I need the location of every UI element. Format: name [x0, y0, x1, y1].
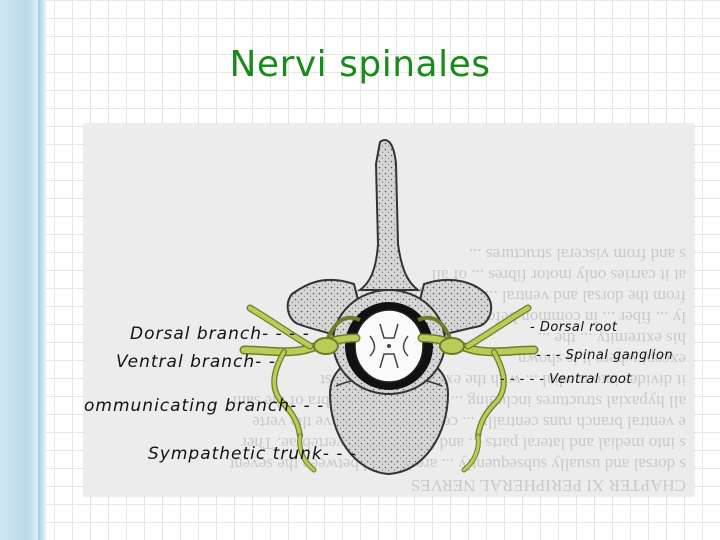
grey-matter [369, 323, 409, 369]
label-dorsal-root: - Dorsal root [530, 320, 618, 335]
vertebra-illustration [239, 139, 539, 476]
side-decoration-stripe [38, 0, 46, 540]
label-communicating-branch: ommunicating branch- - - [84, 396, 325, 416]
spinous-process [357, 139, 421, 291]
label-ventral-branch: Ventral branch- - [116, 352, 276, 372]
left-dorsal-root [326, 315, 361, 339]
right-spinal-nerve [417, 304, 539, 473]
label-dorsal-branch: Dorsal branch- - - - [130, 324, 310, 344]
label-sympathetic-trunk: Sympathetic trunk- - - [148, 444, 357, 464]
left-spinal-nerve [239, 304, 361, 473]
slide-title: Nervi spinales [229, 44, 491, 85]
side-decoration-bar [0, 0, 46, 540]
label-ventral-root: - - - - - Ventral root [500, 372, 632, 387]
right-dorsal-root [417, 315, 452, 339]
label-spinal-ganglion: - - - Spinal ganglion [536, 348, 674, 363]
